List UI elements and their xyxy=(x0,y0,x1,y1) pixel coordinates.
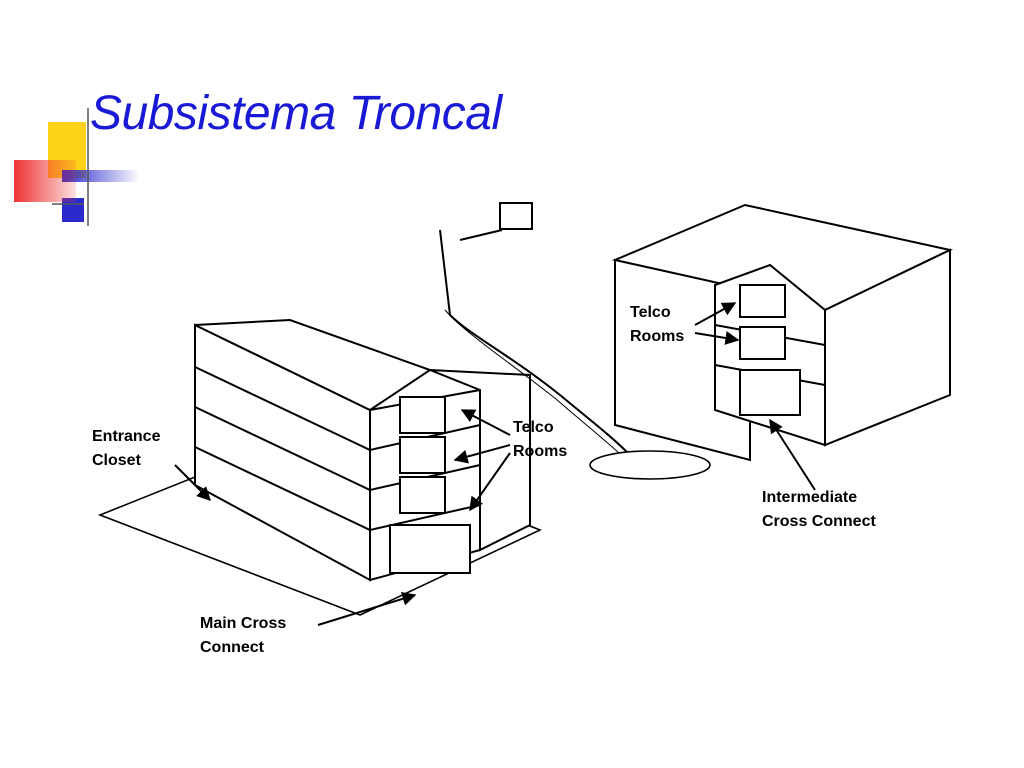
intermediate-cross-connect-arrow xyxy=(769,418,816,491)
label-telco-rooms-right-line2: Rooms xyxy=(630,328,684,345)
label-main-cross-connect-line2: Connect xyxy=(200,639,265,656)
transformer-icon xyxy=(499,202,533,230)
telco-room-box xyxy=(399,436,446,474)
label-main-cross-connect-line1: Main Cross xyxy=(200,615,286,632)
slide-title: Subsistema Troncal xyxy=(90,87,502,140)
backbone-cable-path xyxy=(444,309,629,462)
main-floor-line xyxy=(369,504,481,531)
telco-rooms-right-arrow xyxy=(694,331,740,345)
manhole xyxy=(589,450,711,480)
label-telco-rooms-left-line2: Rooms xyxy=(513,443,567,460)
entrance-closet-arrow xyxy=(174,464,211,501)
label-intermediate-cross-connect-line1: Intermediate xyxy=(762,489,857,506)
label-entrance-closet-line1: Entrance xyxy=(92,428,161,445)
arrows xyxy=(174,302,816,626)
intermediate-cross-connect-room xyxy=(739,369,801,416)
deco-red-square xyxy=(14,160,76,202)
backbone-diagram: Entrance Closet Telco Rooms Telco Rooms … xyxy=(92,202,954,656)
telco-room-box xyxy=(399,476,446,514)
label-intermediate-cross-connect-line2: Cross Connect xyxy=(762,513,876,530)
main-floor-line xyxy=(194,406,371,491)
telco-rooms-left-arrow xyxy=(453,444,511,464)
main-floor-line xyxy=(194,366,371,451)
label-entrance-closet-line2: Closet xyxy=(92,452,142,469)
telco-rooms-right-arrow xyxy=(694,302,737,326)
corner-decoration xyxy=(14,108,140,226)
main-floor-line xyxy=(194,446,371,531)
main-cross-connect-room xyxy=(389,524,471,574)
telco-rooms-left-arrow xyxy=(460,409,511,436)
label-telco-rooms-left-line1: Telco xyxy=(513,419,554,436)
intermediate-building xyxy=(611,203,954,462)
main-building xyxy=(194,318,531,582)
main-cross-connect-arrow xyxy=(317,592,417,626)
utility-pole xyxy=(439,202,533,316)
telco-room-box xyxy=(739,326,786,360)
telco-room-box xyxy=(399,396,446,434)
deco-blue-bar xyxy=(62,170,140,182)
telco-rooms-left-arrow xyxy=(469,452,511,512)
telco-room-box xyxy=(739,284,786,318)
label-telco-rooms-right-line1: Telco xyxy=(630,304,671,321)
main-building-back-section xyxy=(429,369,531,552)
